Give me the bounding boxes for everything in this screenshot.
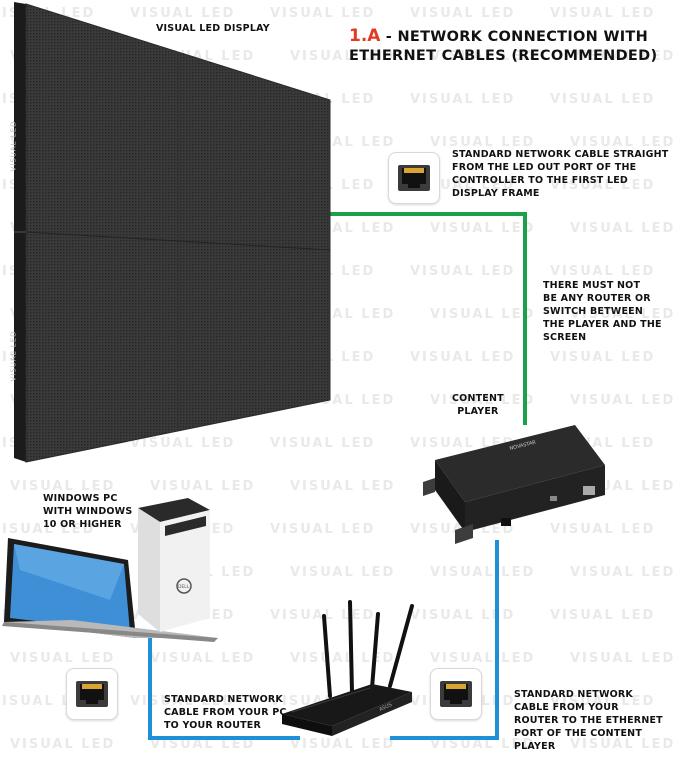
- watermark-text: VISUAL LED: [550, 178, 656, 193]
- watermark-text: VISUAL LED: [10, 737, 116, 752]
- watermark-text: VISUAL LED: [150, 479, 256, 494]
- desktop-tower-icon: DELL: [138, 498, 210, 632]
- ethernet-port-icon: [398, 165, 430, 191]
- watermark-text: VISUAL LED: [550, 350, 656, 365]
- cable-pc-label: STANDARD NETWORK CABLE FROM YOUR PC TO Y…: [164, 694, 287, 731]
- watermark-text: VISUAL LED: [550, 264, 656, 279]
- watermark-text: VISUAL LED: [0, 522, 96, 537]
- title-number: 1.A: [349, 26, 381, 46]
- panel-brand-top: VISUAL LED: [9, 120, 18, 172]
- watermark-text: VISUAL LED: [290, 479, 396, 494]
- watermark-text: VISUAL LED: [10, 479, 116, 494]
- led-display-icon: [14, 2, 331, 463]
- pc-brand: DELL: [178, 584, 190, 590]
- cable-router-label: STANDARD NETWORK CABLE FROM YOUR ROUTER …: [514, 689, 663, 752]
- watermark-text: VISUAL LED: [290, 737, 396, 752]
- watermark-text: VISUAL LED: [430, 49, 536, 64]
- watermark-text: VISUAL LED: [290, 49, 396, 64]
- watermark-text: VISUAL LED: [270, 6, 376, 21]
- watermark-text: VISUAL LED: [430, 565, 536, 580]
- watermark-text: VISUAL LED: [410, 350, 516, 365]
- watermark-text: VISUAL LED: [290, 651, 396, 666]
- ethernet-port-card-top: [388, 152, 440, 204]
- green-cable: [330, 212, 527, 425]
- watermark-text: VISUAL LED: [130, 436, 236, 451]
- watermark-text: VISUAL LED: [550, 522, 656, 537]
- ethernet-port-icon: [440, 681, 472, 707]
- ethernet-port-card-pc: [66, 668, 118, 720]
- watermark-text: VISUAL LED: [570, 651, 676, 666]
- no-router-label: THERE MUST NOT BE ANY ROUTER OR SWITCH B…: [543, 280, 662, 343]
- watermark-text: VISUAL LED: [570, 737, 676, 752]
- watermark-text: VISUAL LED: [150, 651, 256, 666]
- router-icon: ASUS: [282, 600, 414, 736]
- watermark-text: VISUAL LED: [130, 694, 236, 709]
- watermark-text: VISUAL LED: [430, 393, 536, 408]
- panel-brand-bottom: VISUAL LED: [9, 330, 18, 382]
- watermark-text: VISUAL LED: [570, 307, 676, 322]
- title-line-2: ETHERNET CABLES (RECOMMENDED): [349, 48, 658, 64]
- watermark-text: VISUAL LED: [550, 694, 656, 709]
- watermark-text: VISUAL LED: [430, 221, 536, 236]
- watermark-text: VISUAL LED: [130, 6, 236, 21]
- watermark-text: VISUAL LED: [550, 92, 656, 107]
- windows-pc-label: WINDOWS PC WITH WINDOWS 10 OR HIGHER: [43, 493, 133, 530]
- watermark-text: VISUAL LED: [570, 135, 676, 150]
- watermark-text: VISUAL LED: [150, 737, 256, 752]
- watermark-text: VISUAL LED: [410, 264, 516, 279]
- watermark-text: VISUAL LED: [410, 92, 516, 107]
- watermark-text: VISUAL LED: [550, 608, 656, 623]
- watermark-text: VISUAL LED: [550, 6, 656, 21]
- ethernet-port-card-router: [430, 668, 482, 720]
- watermark-text: VISUAL LED: [570, 565, 676, 580]
- router-brand: ASUS: [378, 702, 393, 713]
- watermark-text: VISUAL LED: [570, 221, 676, 236]
- content-player-icon: NOVASTAR: [423, 425, 605, 544]
- watermark-text: VISUAL LED: [570, 49, 676, 64]
- watermark-text: VISUAL LED: [430, 135, 536, 150]
- content-player-label: CONTENT PLAYER: [452, 393, 504, 417]
- laptop-icon: [2, 538, 218, 642]
- watermark-text: VISUAL LED: [570, 393, 676, 408]
- watermark-text: VISUAL LED: [270, 608, 376, 623]
- watermark-text: VISUAL LED: [410, 608, 516, 623]
- page-title: 1.A - NETWORK CONNECTION WITH: [349, 26, 648, 46]
- watermark-text: VISUAL LED: [430, 651, 536, 666]
- title-line-1: - NETWORK CONNECTION WITH: [380, 29, 649, 45]
- watermark-text: VISUAL LED: [290, 565, 396, 580]
- watermark-text: VISUAL LED: [430, 307, 536, 322]
- watermark-text: VISUAL LED: [410, 6, 516, 21]
- watermark-text: VISUAL LED: [270, 522, 376, 537]
- ethernet-port-icon: [76, 681, 108, 707]
- blue-cable-pc-router: [148, 632, 300, 740]
- blue-cable-router-player: [390, 540, 499, 740]
- watermark-text: VISUAL LED: [270, 436, 376, 451]
- cable-top-label: STANDARD NETWORK CABLE STRAIGHT FROM THE…: [452, 149, 669, 199]
- watermark-text: VISUAL LED: [10, 651, 116, 666]
- display-label: VISUAL LED DISPLAY: [156, 23, 270, 34]
- watermark-text: VISUAL LED: [430, 737, 536, 752]
